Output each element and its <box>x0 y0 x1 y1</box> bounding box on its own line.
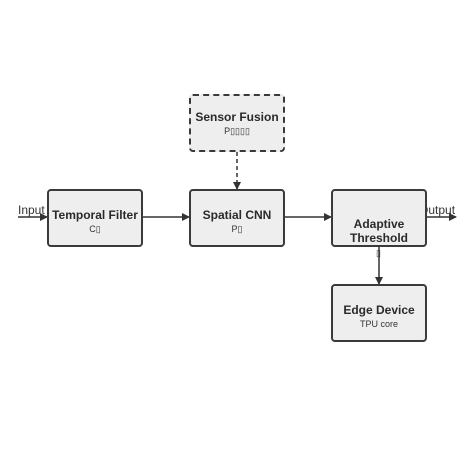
spatial-cnn-node[interactable]: Spatial CNN P▯ <box>189 189 285 247</box>
temporal-filter-title: Temporal Filter <box>52 207 138 222</box>
edge-device-title: Edge Device <box>343 302 415 317</box>
output-label: Output <box>419 203 456 217</box>
sensor-fusion-node[interactable]: Sensor Fusion P▯▯▯▯ <box>189 94 285 152</box>
adaptive-threshold-node[interactable]: Adaptive Threshold <box>331 189 427 247</box>
temporal-filter-node[interactable]: Temporal Filter C▯ <box>47 189 143 247</box>
threshold-edge-label: ▯ <box>376 248 381 258</box>
input-label: Input <box>18 203 45 217</box>
sensor-fusion-title: Sensor Fusion <box>195 109 279 124</box>
edge-device-node[interactable]: Edge Device TPU core <box>331 284 427 342</box>
spatial-cnn-title: Spatial CNN <box>202 207 272 222</box>
edge-device-sub: TPU core <box>359 318 398 329</box>
adaptive-threshold-title: Adaptive Threshold <box>349 217 408 245</box>
spatial-cnn-sub: P▯ <box>231 223 243 234</box>
sensor-fusion-sub: P▯▯▯▯ <box>224 125 250 136</box>
temporal-filter-sub: C▯ <box>89 223 101 234</box>
